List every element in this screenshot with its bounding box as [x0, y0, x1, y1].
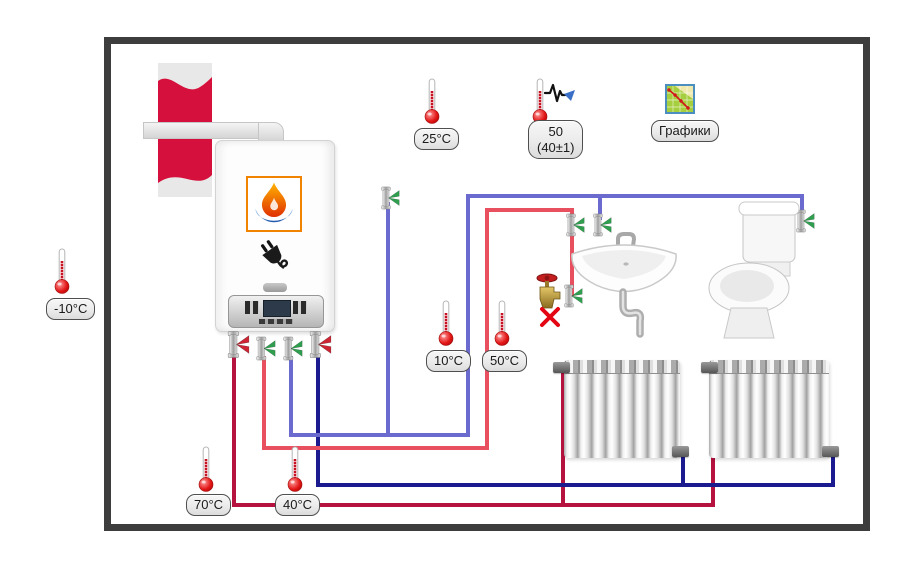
outdoor-temperature-indicator: -10°C: [46, 248, 106, 326]
pipe-heating-supply-riser: [232, 356, 236, 507]
room-temp-label: 25°C: [414, 128, 460, 150]
pipe-cold-water-bottom-run: [289, 433, 470, 437]
pipe-cold-water-boiler-drop: [289, 356, 293, 437]
pipe-heating-return-riser: [316, 356, 320, 487]
thermometer-icon: [287, 446, 303, 492]
gas-boiler: [215, 140, 335, 332]
toilet: [708, 201, 800, 339]
flue-duct-bend: [258, 122, 284, 142]
thermometer-icon: [198, 446, 214, 492]
boiler-brand-badge: [246, 176, 302, 232]
outdoor-temp-label: -10°C: [46, 298, 96, 320]
pipe-cold-water-sink-drop: [598, 196, 602, 220]
boiler-panel-buttons-left: [245, 301, 259, 314]
boiler-panel-buttons-right: [293, 301, 307, 314]
radiator-2: [709, 360, 829, 458]
hot-water-temperature-indicator: 50°C: [480, 300, 536, 376]
setpoint-value: 50: [548, 124, 563, 139]
boiler-supply-valve[interactable]: [224, 330, 251, 359]
pipe-cold-water-toilet-drop: [800, 196, 804, 214]
setpoint-tolerance: (40±1): [537, 139, 575, 155]
pipe-heating-return-radiator2: [831, 452, 835, 487]
return-temp-label: 40°C: [275, 494, 321, 516]
pipe-heating-supply-radiator1: [561, 371, 565, 507]
plug-icon: [260, 240, 289, 269]
pipe-heating-return-radiator1: [681, 452, 685, 487]
room-temperature-indicator: 25°C: [412, 78, 472, 154]
thermometer-icon: [54, 248, 70, 294]
pipe-hot-water-bottom-run: [262, 446, 489, 450]
setpoint-label[interactable]: 50 (40±1): [528, 120, 584, 160]
hot-water-temp-label: 50°C: [482, 350, 528, 372]
cold-water-temperature-indicator: 10°C: [424, 300, 480, 376]
boiler-control-panel: [228, 295, 324, 328]
brass-tap-icon[interactable]: [534, 272, 564, 310]
thermometer-icon: [424, 78, 440, 124]
return-temperature-indicator: 40°C: [272, 446, 328, 522]
flame-drop-icon: [255, 182, 293, 223]
boiler-cold-inlet-valve[interactable]: [280, 336, 304, 361]
setpoint-indicator: 50 (40±1): [526, 78, 596, 164]
pipe-hot-water-top-run: [485, 208, 574, 212]
boiler-dhw-valve[interactable]: [253, 336, 277, 361]
sink: [571, 232, 677, 338]
pipe-hot-water-riser: [485, 210, 489, 450]
pipe-heating-return-main: [316, 483, 835, 487]
pipe-cold-water-riser: [466, 194, 470, 437]
radiator-1: [564, 360, 680, 458]
charts-button[interactable]: Графики: [651, 120, 719, 142]
pulse-arrow-icon: [544, 83, 575, 103]
thermometer-icon: [494, 300, 510, 346]
radiator-1-supply-fitting: [553, 362, 570, 373]
boiler-display: [263, 300, 291, 317]
red-x-icon: [540, 307, 560, 327]
cold-water-temp-label: 10°C: [426, 350, 472, 372]
radiator-2-return-fitting: [822, 446, 839, 457]
supply-temp-label: 70°C: [186, 494, 232, 516]
boiler-return-valve[interactable]: [306, 330, 333, 359]
pipe-hot-water-boiler-drop: [262, 356, 266, 450]
pipe-heating-supply-main: [232, 503, 715, 507]
radiator-2-supply-fitting: [701, 362, 718, 373]
line-chart-icon[interactable]: [665, 84, 695, 114]
boiler-logo-pill: [263, 283, 287, 292]
supply-temperature-indicator: 70°C: [183, 446, 239, 522]
pipe-hot-water-sink-drop: [570, 208, 574, 296]
charts-control: Графики: [648, 84, 719, 148]
boiler-panel-buttons-bottom: [259, 319, 293, 324]
thermometer-icon: [438, 300, 454, 346]
pipe-cold-water-top-run: [466, 194, 804, 198]
radiator-1-return-fitting: [672, 446, 689, 457]
cold-water-main-valve[interactable]: [378, 186, 401, 210]
flue-duct-horizontal: [143, 122, 275, 139]
pipe-cold-water-inlet-drop: [386, 202, 390, 437]
